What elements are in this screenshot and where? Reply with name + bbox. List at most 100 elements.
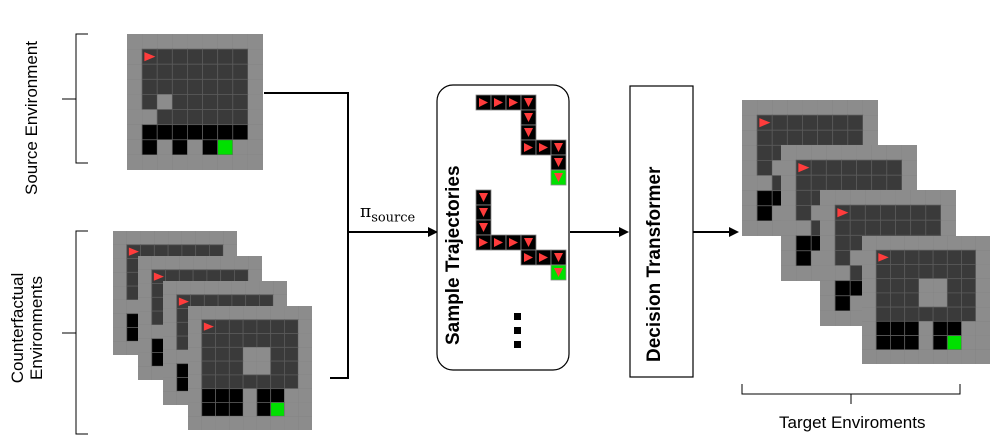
wall-cell <box>781 250 797 266</box>
wall-cell <box>243 347 257 362</box>
wall-cell <box>256 361 271 375</box>
floor-cell <box>904 292 920 308</box>
floor-cell <box>961 264 977 280</box>
wall-cell <box>127 124 143 140</box>
wall-cell <box>742 220 758 236</box>
wall-cell <box>247 94 263 110</box>
wall-cell <box>947 236 962 251</box>
floor-cell <box>856 159 873 176</box>
wall-cell <box>742 190 758 206</box>
wall-cell <box>742 175 758 191</box>
lava-cell <box>834 295 851 312</box>
wall-cell <box>127 34 143 50</box>
wall-cell <box>188 347 202 362</box>
wall-cell <box>975 307 990 322</box>
wall-cell <box>223 244 237 259</box>
wall-cell <box>781 145 797 161</box>
lava-cell <box>141 124 158 141</box>
wall-cell <box>113 313 127 328</box>
floor-cell <box>201 346 216 362</box>
trajectory-cell <box>535 249 552 266</box>
floor-cell <box>756 160 773 176</box>
wall-cell <box>835 265 851 281</box>
wall-cell <box>796 145 812 161</box>
wall-cell <box>243 306 257 320</box>
floor-cell <box>910 219 927 236</box>
wall-cell <box>140 231 155 245</box>
floor-cell <box>832 129 849 146</box>
wall-cell <box>126 231 141 245</box>
floor-cell <box>875 278 891 294</box>
decision-transformer-label: Decision Transformer <box>644 166 665 362</box>
floor-cell <box>856 174 873 191</box>
floor-cell <box>946 292 962 308</box>
wall-cell <box>138 352 152 367</box>
arrow-down-icon <box>554 143 563 152</box>
wall-cell <box>757 100 773 116</box>
wall-cell <box>904 236 919 251</box>
wall-cell <box>127 139 143 155</box>
wall-cell <box>142 154 158 170</box>
wall-cell <box>975 321 990 336</box>
floor-cell <box>756 144 773 161</box>
wall-cell <box>940 205 956 221</box>
wall-cell <box>245 281 260 295</box>
trajectory-cell <box>550 154 567 171</box>
arrowhead-1 <box>428 227 438 237</box>
wall-cell <box>142 34 158 50</box>
trajectory-cell <box>520 109 537 126</box>
wall-cell <box>157 139 173 155</box>
arrow-right-icon <box>524 253 533 262</box>
wall-cell <box>742 130 758 146</box>
trajectory-cell <box>550 249 567 266</box>
floor-cell <box>228 360 244 376</box>
trajectory-cell <box>520 94 537 111</box>
lava-cell <box>795 250 812 267</box>
wall-cell <box>176 391 191 405</box>
wall-cell <box>163 363 177 378</box>
wall-cell <box>273 281 287 295</box>
wall-cell <box>975 278 990 293</box>
wall-cell <box>113 272 127 287</box>
wall-cell <box>940 190 956 206</box>
wall-cell <box>259 281 274 295</box>
lava-cell <box>171 124 188 141</box>
wall-cell <box>975 349 990 364</box>
wall-cell <box>895 190 911 206</box>
wall-cell <box>862 236 877 251</box>
floor-cell <box>270 319 285 334</box>
environment-grids <box>113 34 990 430</box>
wall-cell <box>179 256 194 270</box>
floor-cell <box>141 94 158 110</box>
trajectory-cell <box>475 94 492 111</box>
agent-icon <box>878 253 889 262</box>
arrow-right-icon <box>524 143 533 152</box>
floor-cell <box>932 264 948 280</box>
wall-cell <box>820 310 836 326</box>
floor-cell <box>156 63 173 80</box>
wall-cell <box>113 244 127 259</box>
wall-cell <box>215 306 230 320</box>
wall-cell <box>781 235 797 251</box>
floor-cell <box>890 278 906 294</box>
floor-cell <box>910 204 927 221</box>
wall-cell <box>850 190 866 206</box>
wall-cell <box>151 324 166 339</box>
wall-cell <box>188 388 202 403</box>
floor-cell <box>187 48 203 65</box>
counterfactual-label-line1: Counterfactual <box>8 272 27 384</box>
wall-cell <box>975 236 990 251</box>
wall-cell <box>886 145 902 161</box>
floor-cell <box>904 306 920 322</box>
wall-cell <box>862 321 877 336</box>
floor-cell <box>932 306 948 322</box>
trajectory-goal-cell <box>550 169 567 186</box>
floor-cell <box>886 174 903 191</box>
floor-cell <box>886 159 903 176</box>
wall-cell <box>188 361 202 375</box>
floor-cell <box>256 333 272 348</box>
trajectory-goal-cell <box>550 264 567 281</box>
wall-cell <box>154 231 169 245</box>
wall-cell <box>835 310 851 326</box>
